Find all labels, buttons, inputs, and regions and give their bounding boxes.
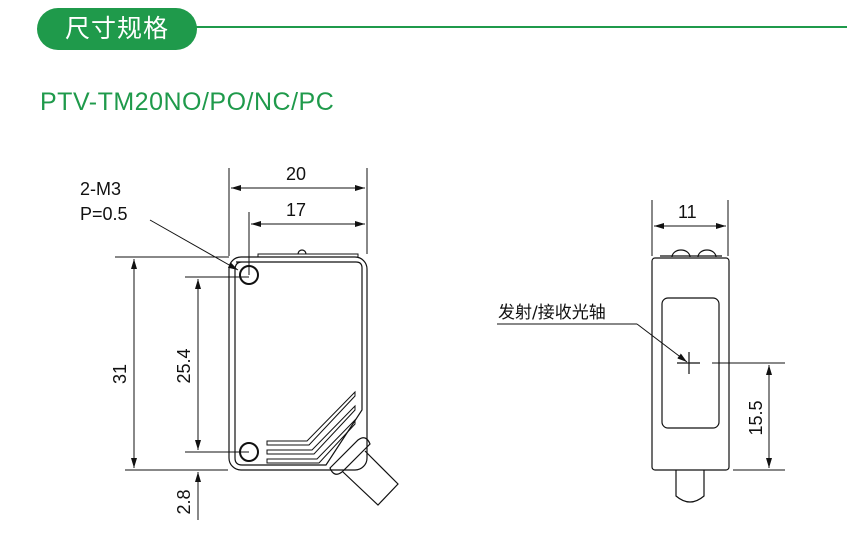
optical-axis-label: 发射/接收光轴 <box>498 303 606 323</box>
dim-height-label: 31 <box>110 364 130 384</box>
thread-label: 2-M3 <box>80 179 121 199</box>
dim-hole-spacing-x-label: 17 <box>286 200 306 220</box>
sensor-front-body <box>228 249 399 506</box>
dim-width-label: 20 <box>286 164 306 184</box>
dim-hole-spacing-y-label: 25.4 <box>174 348 194 383</box>
dim-axis-height-label: 15.5 <box>746 400 766 435</box>
dim-hole-offset-label: 2.8 <box>174 489 194 514</box>
section-title: 尺寸规格 <box>37 8 197 50</box>
cable <box>329 437 399 506</box>
sensor-side-body <box>651 249 730 503</box>
model-name: PTV-TM20NO/PO/NC/PC <box>40 88 335 116</box>
section-divider <box>195 26 847 28</box>
pitch-label: P=0.5 <box>80 204 128 224</box>
side-dim-width-label: 11 <box>678 202 697 222</box>
grip-lines <box>266 390 356 464</box>
cable-stub <box>675 470 705 503</box>
